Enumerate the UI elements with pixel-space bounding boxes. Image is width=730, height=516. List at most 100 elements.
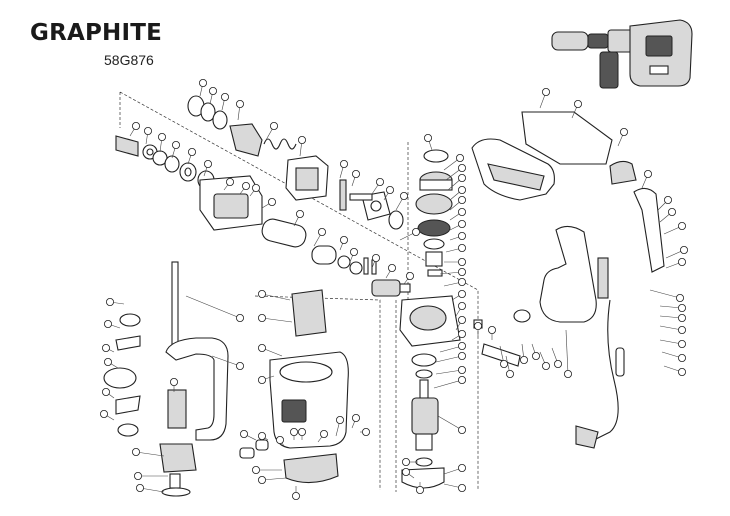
callout-bubble (564, 369, 573, 378)
callout-bubble (371, 253, 380, 262)
callout-bubble (664, 195, 673, 204)
callout-bubble (457, 341, 466, 350)
chisel-lock (473, 309, 531, 367)
callout-bubble (339, 159, 348, 168)
callout-bubble (457, 185, 466, 194)
callout-bubble (487, 325, 496, 334)
callout-bubble (473, 321, 482, 330)
callout-bubble (457, 163, 466, 172)
leader-line (565, 329, 569, 375)
callout-bubble (457, 277, 466, 286)
callout-bubble (267, 197, 276, 206)
callout-bubble (295, 209, 304, 218)
rear-handle (539, 187, 665, 323)
callout-bubble (620, 127, 629, 136)
callout-bubble (241, 181, 250, 190)
gear-housing (199, 155, 329, 231)
armature (401, 379, 445, 489)
callout-bubble (171, 140, 180, 149)
callout-bubble (297, 135, 306, 144)
leader-line (649, 289, 681, 299)
model-number: 58G876 (104, 52, 154, 68)
callout-bubble (678, 221, 687, 230)
callout-bubble (187, 147, 196, 156)
callout-bubble (169, 377, 178, 386)
callout-bubble (257, 313, 266, 322)
callout-bubble (457, 195, 466, 204)
callout-bubble (457, 351, 466, 360)
callout-bubble (251, 465, 260, 474)
callout-bubble (520, 355, 529, 364)
callout-bubble (257, 375, 266, 384)
callout-bubble (106, 297, 115, 306)
callout-bubble (257, 475, 266, 484)
callout-bubble (399, 191, 408, 200)
side-handle-assembly (103, 261, 229, 497)
leader-line (135, 451, 165, 457)
callout-bubble (415, 485, 424, 494)
callout-bubble (339, 235, 348, 244)
callout-bubble (457, 329, 466, 338)
callout-bubble (423, 133, 432, 142)
callout-bubble (235, 100, 244, 109)
callout-bubble (455, 153, 464, 162)
callout-bubble (457, 301, 466, 310)
callout-bubble (457, 219, 466, 228)
callout-bubble (678, 303, 687, 312)
callout-bubble (678, 353, 687, 362)
callout-bubble (135, 483, 144, 492)
callout-bubble (133, 471, 142, 480)
callout-bubble (291, 491, 300, 500)
callout-bubble (457, 231, 466, 240)
callout-bubble (235, 361, 244, 370)
callout-bubble (505, 369, 514, 378)
callout-bubble (102, 343, 111, 352)
callout-bubble (317, 227, 326, 236)
callout-bubble (499, 359, 508, 368)
callout-bubble (542, 88, 551, 97)
callout-bubble (554, 359, 563, 368)
callout-bubble (457, 483, 466, 492)
crankcase-column (399, 149, 461, 379)
callout-bubble (678, 257, 687, 266)
callout-bubble (385, 185, 394, 194)
callout-bubble (457, 207, 466, 216)
callout-bubble (257, 431, 266, 440)
handle-bracket (521, 111, 637, 185)
callout-bubble (208, 87, 217, 96)
motor-housing (239, 289, 349, 484)
callout-bubble (100, 409, 109, 418)
callout-bubble (457, 425, 466, 434)
callout-bubble (143, 127, 152, 136)
callout-bubble (678, 367, 687, 376)
callout-bubble (269, 122, 278, 131)
callout-bubble (457, 375, 466, 384)
rings-and-spring (187, 95, 297, 157)
callout-bubble (220, 93, 229, 102)
callout-bubble (275, 435, 284, 444)
callout-bubble (668, 207, 677, 216)
callout-bubble (225, 177, 234, 186)
callout-bubble (401, 467, 410, 476)
leader-line (261, 477, 287, 481)
callout-bubble (335, 415, 344, 424)
leader-line (435, 355, 463, 363)
callout-bubble (131, 447, 140, 456)
callout-bubble (289, 427, 298, 436)
callout-bubble (297, 427, 306, 436)
callout-bubble (257, 289, 266, 298)
callout-bubble (678, 325, 687, 334)
callout-bubble (680, 245, 689, 254)
callout-bubble (574, 100, 583, 109)
callout-bubble (411, 227, 420, 236)
callout-bubble (676, 293, 685, 302)
callout-bubble (401, 457, 410, 466)
callout-bubble (542, 361, 551, 370)
callout-bubble (457, 243, 466, 252)
callout-bubble (457, 267, 466, 276)
callout-bubble (157, 132, 166, 141)
callout-bubble (351, 413, 360, 422)
callout-bubble (239, 429, 248, 438)
callout-bubble (644, 169, 653, 178)
